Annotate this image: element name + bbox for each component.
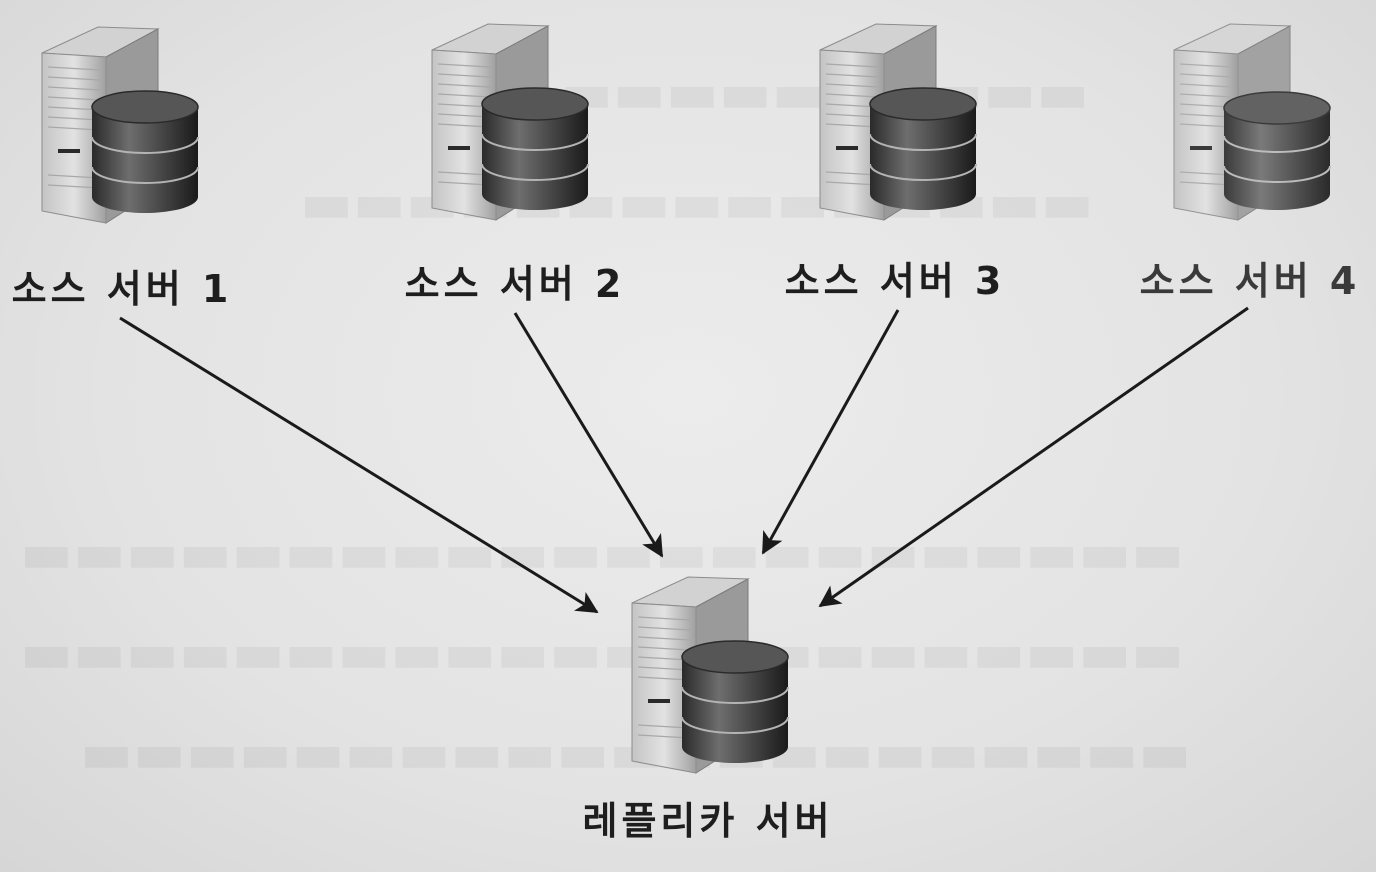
source-server-4 bbox=[1172, 22, 1332, 227]
server-database-icon bbox=[41, 26, 199, 224]
source-server-2 bbox=[430, 22, 590, 227]
server-database-icon bbox=[819, 23, 977, 221]
server-database-icon bbox=[431, 23, 589, 221]
source-server-1-label: 소스 서버 1 bbox=[11, 267, 233, 311]
replica-server-label: 레플리카 서버 bbox=[582, 799, 834, 843]
server-database-icon bbox=[631, 576, 789, 774]
source-server-3-label: 소스 서버 3 bbox=[784, 259, 1006, 303]
source-server-1 bbox=[40, 25, 200, 230]
source-server-2-label: 소스 서버 2 bbox=[404, 262, 626, 306]
source-server-3 bbox=[818, 22, 978, 227]
arrow-source-4-to-replica bbox=[818, 306, 1249, 608]
server-database-icon bbox=[1173, 23, 1331, 221]
arrow-source-2-to-replica bbox=[513, 312, 664, 558]
arrow-source-3-to-replica bbox=[761, 309, 900, 555]
source-server-4-label: 소스 서버 4 bbox=[1139, 259, 1361, 303]
replica-server bbox=[630, 575, 790, 780]
arrow-source-1-to-replica bbox=[119, 316, 599, 614]
